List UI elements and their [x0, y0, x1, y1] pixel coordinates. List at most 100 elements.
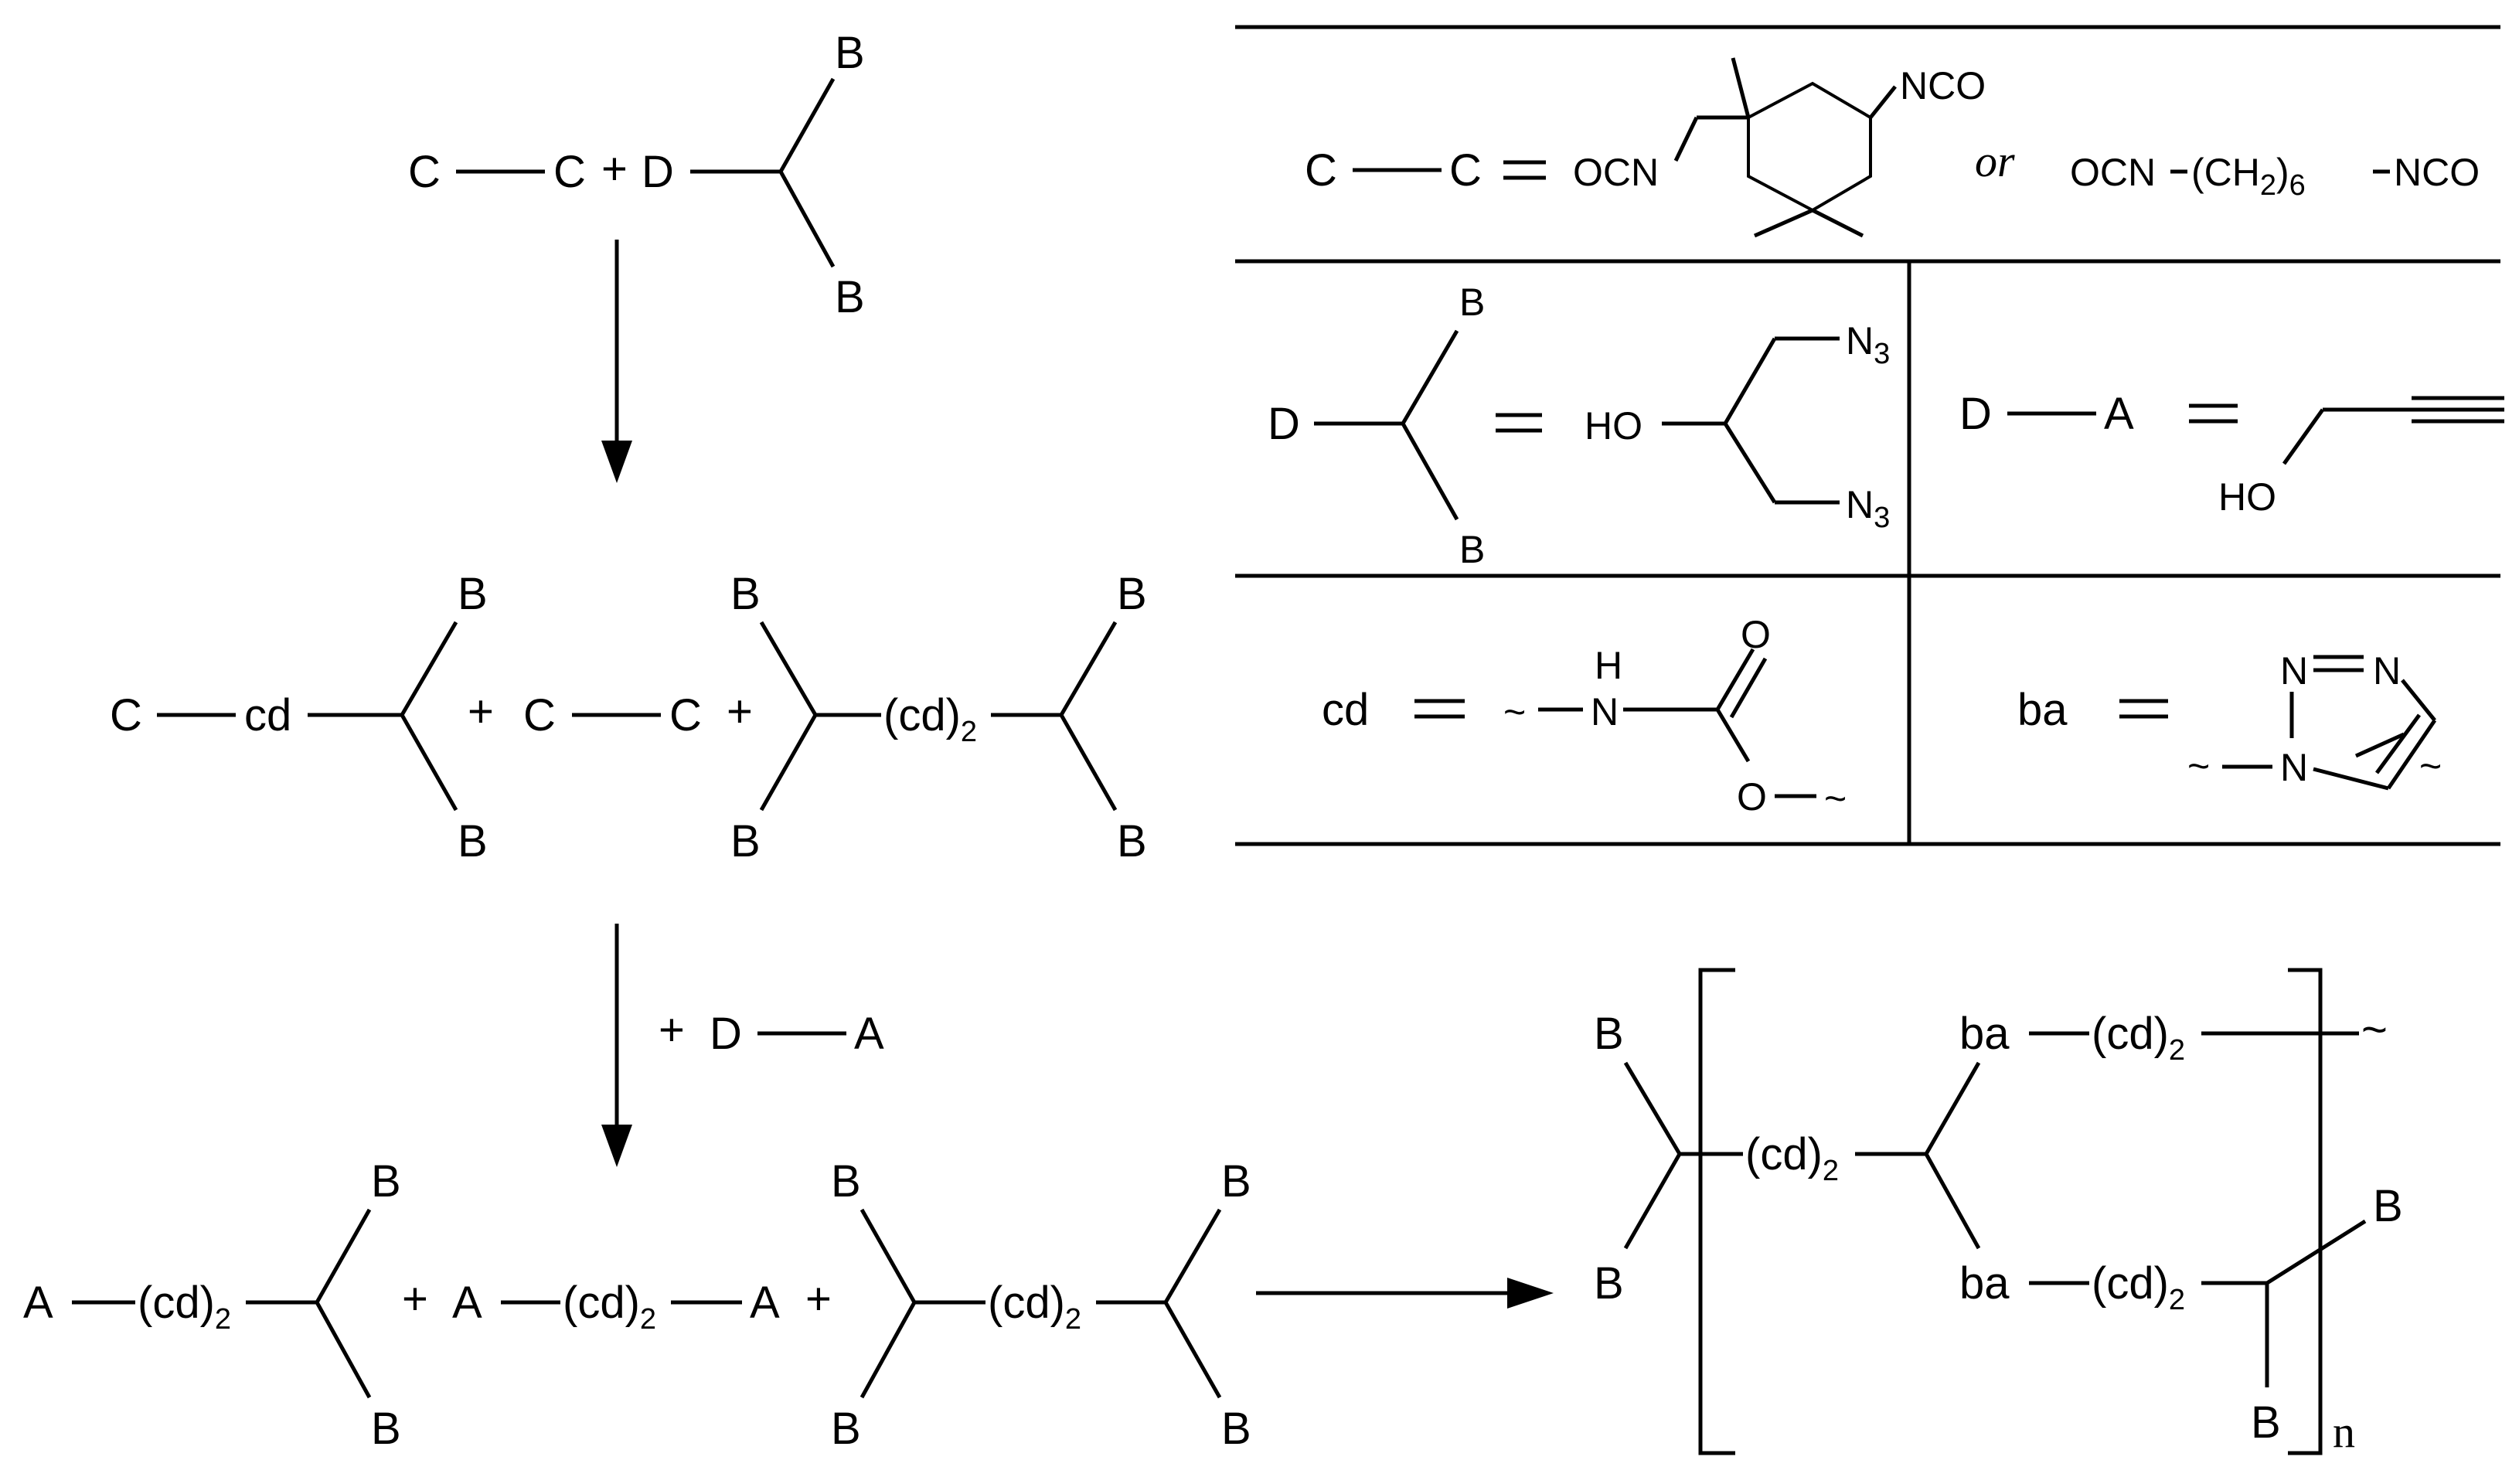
- bond: [1723, 337, 1777, 425]
- bond: [1673, 116, 1699, 162]
- triazole-n: N: [2280, 746, 2308, 789]
- bond: [1163, 1301, 1222, 1399]
- atom-c: C: [110, 690, 142, 740]
- bond: [315, 1208, 372, 1304]
- atom-b: B: [730, 816, 761, 866]
- bond: [2265, 1219, 2367, 1285]
- atom-b: B: [831, 1404, 861, 1454]
- bond: [1623, 1061, 1682, 1156]
- or-label: or: [1975, 136, 2015, 186]
- legend-row-diazide: D B B HO N3 N3: [1268, 281, 1890, 571]
- double-bond: [1729, 657, 1768, 719]
- group-cd2: (cd)2: [883, 690, 977, 748]
- atom-a: A: [2104, 389, 2134, 439]
- azide-n: N: [1846, 483, 1874, 526]
- group-cd2-label: (cd): [2092, 1258, 2169, 1309]
- tilde: ~: [2361, 1005, 2388, 1055]
- arrow-head: [601, 1125, 632, 1167]
- atom-c: C: [1305, 145, 1337, 196]
- bond: [1059, 621, 1118, 716]
- subscript: 2: [215, 1303, 231, 1336]
- bond: [1924, 1152, 1981, 1250]
- group-cd2-label: (cd): [563, 1278, 640, 1328]
- legend-row-urethane: cd ~ N H O O ~: [1322, 613, 1847, 820]
- tilde: ~: [2187, 744, 2210, 788]
- subscript: 2: [2260, 169, 2276, 202]
- isocyanate-group: OCN: [1573, 151, 1659, 194]
- subscript: 2: [2169, 1284, 2185, 1316]
- oxygen-atom: O: [1737, 775, 1767, 819]
- tilde: ~: [1824, 777, 1847, 820]
- bond: [759, 621, 818, 716]
- right-bracket: [2288, 968, 2323, 1455]
- hdi-close: ): [2276, 151, 2289, 194]
- plus-sign: +: [727, 686, 753, 737]
- hydrogen-atom: H: [1595, 644, 1622, 687]
- bond: [2386, 719, 2437, 790]
- atom-c: C: [523, 690, 556, 740]
- atom-b: B: [458, 569, 488, 619]
- subscript: 2: [961, 716, 977, 748]
- group-cd2-label: (cd): [1745, 1129, 1823, 1179]
- tilde: ~: [1503, 690, 1526, 733]
- subscript: 3: [1874, 502, 1890, 534]
- bond: [315, 1301, 372, 1399]
- azide-n: N: [1846, 319, 1874, 362]
- product-mixture-row: A (cd)2 B B + A (cd)2 A + B B (cd)2 B B: [23, 1156, 1251, 1454]
- bond: [1731, 57, 1751, 118]
- reaction-arrow-down: + D A: [601, 924, 884, 1167]
- reactants-row: C C + D B B: [408, 28, 865, 322]
- bond: [1869, 85, 1897, 119]
- atom-b: B: [371, 1156, 401, 1207]
- group-ba: ba: [1959, 1258, 2010, 1309]
- bond: [1753, 208, 1814, 238]
- isocyanate-group: OCN: [2070, 151, 2156, 194]
- plus-sign: +: [468, 686, 494, 737]
- plus-sign: +: [402, 1274, 428, 1324]
- group-cd2: (cd)2: [1745, 1129, 1839, 1187]
- bond: [778, 77, 836, 173]
- atom-b: B: [458, 816, 488, 866]
- subscript: 6: [2289, 169, 2306, 202]
- hydroxyl-group: HO: [2218, 475, 2276, 519]
- group-cd2-label: (cd): [988, 1278, 1065, 1328]
- group-cd: cd: [1322, 685, 1369, 735]
- group-cd2: (cd)2: [138, 1278, 231, 1336]
- subscript: 2: [2169, 1034, 2185, 1067]
- bond: [1723, 422, 1777, 504]
- atom-b: B: [730, 569, 761, 619]
- plus-sign: +: [659, 1005, 685, 1055]
- group-cd2-label: (cd): [2092, 1009, 2169, 1059]
- atom-b: B: [835, 272, 865, 322]
- reaction-arrow-down: [601, 240, 632, 483]
- legend-table: C C OCN NCO or OCN (CH2)6 NCO D: [1235, 25, 2504, 846]
- tilde: ~: [2419, 744, 2442, 788]
- bond: [1715, 708, 1751, 763]
- subscript: 2: [640, 1303, 656, 1336]
- atom-b: B: [1459, 281, 1485, 324]
- group-cd2: (cd)2: [563, 1278, 656, 1336]
- atom-d: D: [1959, 389, 1992, 439]
- repeat-index: n: [2333, 1407, 2355, 1457]
- bond: [2282, 408, 2325, 465]
- atom-b: B: [1117, 569, 1147, 619]
- legend-row-diisocyanate: C C OCN NCO or OCN (CH2)6 NCO: [1305, 57, 2480, 238]
- group-cd2: (cd)2: [2092, 1258, 2185, 1316]
- atom-b: B: [1221, 1156, 1251, 1207]
- left-bracket: [1698, 968, 1735, 1455]
- atom-b: B: [371, 1404, 401, 1454]
- atom-b: B: [1117, 816, 1147, 866]
- reaction-arrow-right: [1256, 1278, 1554, 1309]
- hydroxyl-group: HO: [1585, 404, 1642, 448]
- bond: [1401, 329, 1459, 425]
- atom-c: C: [669, 690, 702, 740]
- group-cd2: (cd)2: [2092, 1009, 2185, 1067]
- bond: [400, 713, 458, 812]
- plus-sign: +: [805, 1274, 832, 1324]
- bond: [778, 170, 836, 268]
- atom-b: B: [1594, 1258, 1624, 1309]
- azide-group: N3: [1846, 483, 1890, 534]
- bond: [1811, 208, 1864, 238]
- atom-b: B: [1459, 528, 1485, 571]
